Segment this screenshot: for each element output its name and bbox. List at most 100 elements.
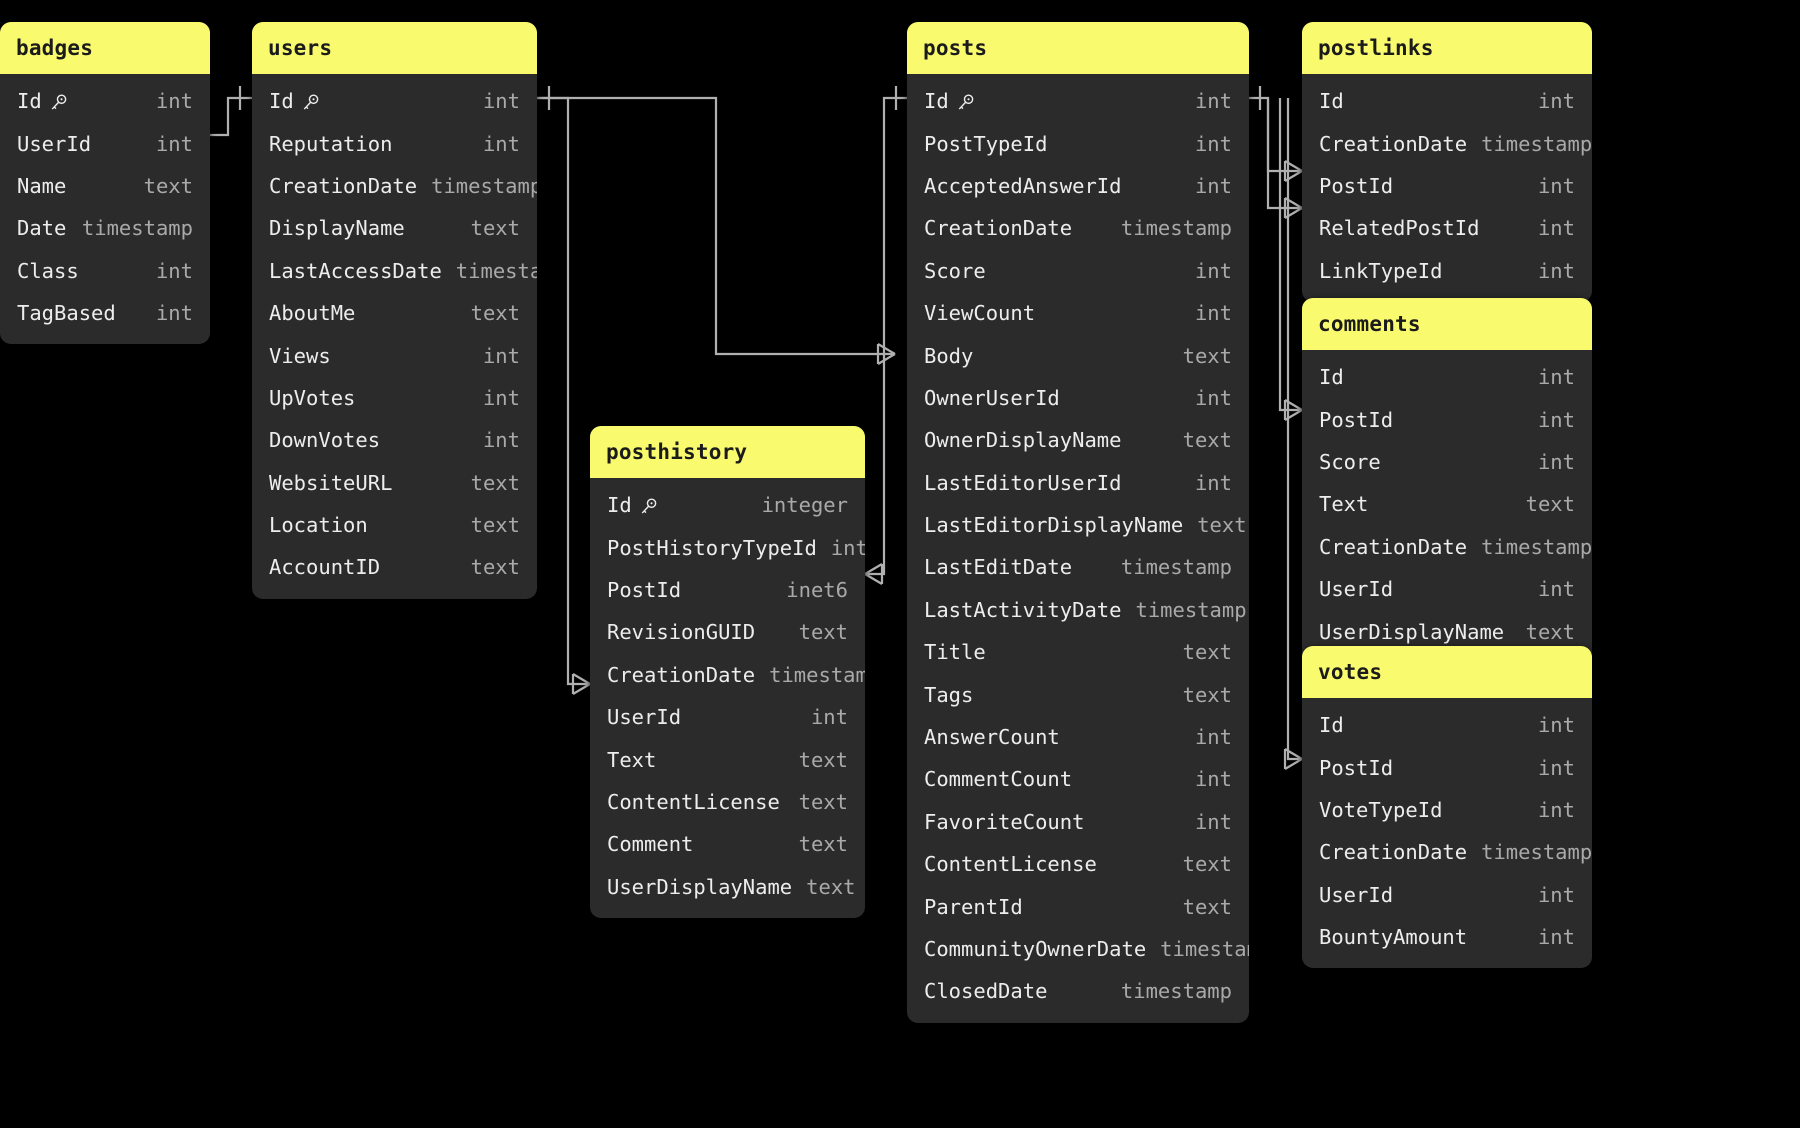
column-name: CreationDate [1319,132,1467,156]
column-name-label: Title [924,640,986,665]
column-name-label: Body [924,343,974,368]
column-row[interactable]: CommunityOwnerDatetimestamp [907,928,1249,970]
column-name-label: Tags [924,682,974,707]
connector-posts-postlinks-related [1266,98,1303,219]
column-type: text [470,555,520,580]
column-name-label: RelatedPostId [1319,216,1480,241]
column-name-label: CreationDate [269,173,418,198]
column-type: timestamp [1135,597,1247,622]
column-type: int [810,705,848,730]
column-name: Class [17,259,79,283]
column-name-label: Score [924,258,986,283]
column-name-label: DisplayName [269,216,405,241]
column-row[interactable]: LastAccessDatetimestamp [252,250,537,292]
table-title-comments: comments [1302,298,1592,350]
column-name: LastActivityDate [924,598,1121,622]
column-name: Text [1319,492,1368,516]
column-name-label: WebsiteURL [269,470,393,495]
column-name: CreationDate [1319,535,1467,559]
column-name: UserDisplayName [607,875,792,899]
column-name-label: VoteTypeId [1319,797,1443,822]
column-type: inet6 [786,577,848,602]
column-name-label: PostId [1319,755,1394,780]
column-name: PostId [1319,174,1393,198]
column-row[interactable]: LastActivityDate timestamp [907,589,1249,631]
column-type: int [1194,767,1232,792]
column-type: int [830,535,865,560]
